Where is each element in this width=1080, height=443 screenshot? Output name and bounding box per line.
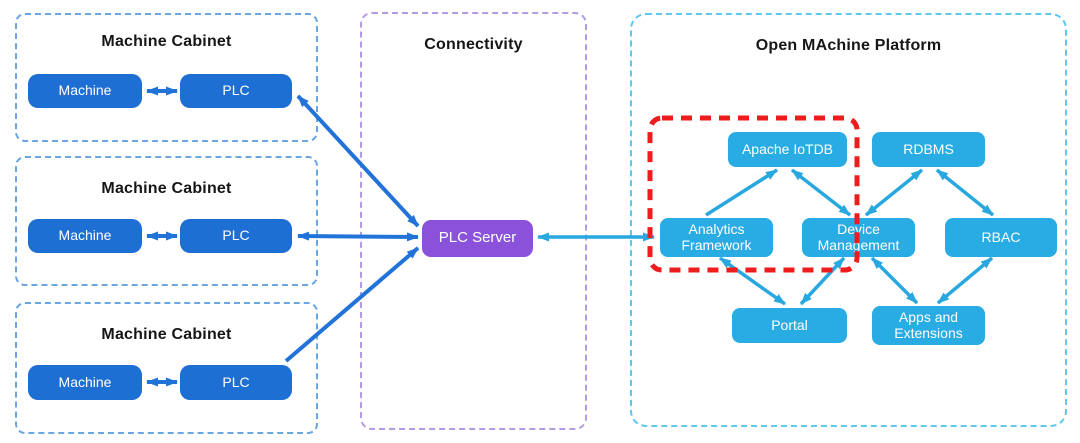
group-title: Open MAchine Platform: [755, 37, 942, 54]
apps-extensions-node: Apps and Extensions: [872, 306, 985, 345]
rbac-node: RBAC: [945, 218, 1057, 257]
device-management-node: Device Management: [802, 218, 915, 257]
machine-cabinet-group-3: Machine Cabinet: [15, 302, 318, 434]
machine-node-2: Machine: [28, 219, 142, 253]
open-machine-platform-group: Open MAchine Platform: [630, 13, 1067, 427]
rdbms-node: RDBMS: [872, 132, 985, 167]
group-title: Machine Cabinet: [101, 326, 232, 343]
machine-node-1: Machine: [28, 74, 142, 108]
plc-node-2: PLC: [180, 219, 292, 253]
plc-node-3: PLC: [180, 365, 292, 400]
group-title: Machine Cabinet: [101, 33, 232, 50]
apache-iotdb-node: Apache IoTDB: [728, 132, 847, 167]
machine-node-3: Machine: [28, 365, 142, 400]
machine-cabinet-group-1: Machine Cabinet: [15, 13, 318, 142]
group-title: Connectivity: [424, 36, 523, 53]
plc-node-1: PLC: [180, 74, 292, 108]
group-title: Machine Cabinet: [101, 180, 232, 197]
analytics-framework-node: Analytics Framework: [660, 218, 773, 257]
plc-server-node: PLC Server: [422, 220, 533, 257]
portal-node: Portal: [732, 308, 847, 343]
